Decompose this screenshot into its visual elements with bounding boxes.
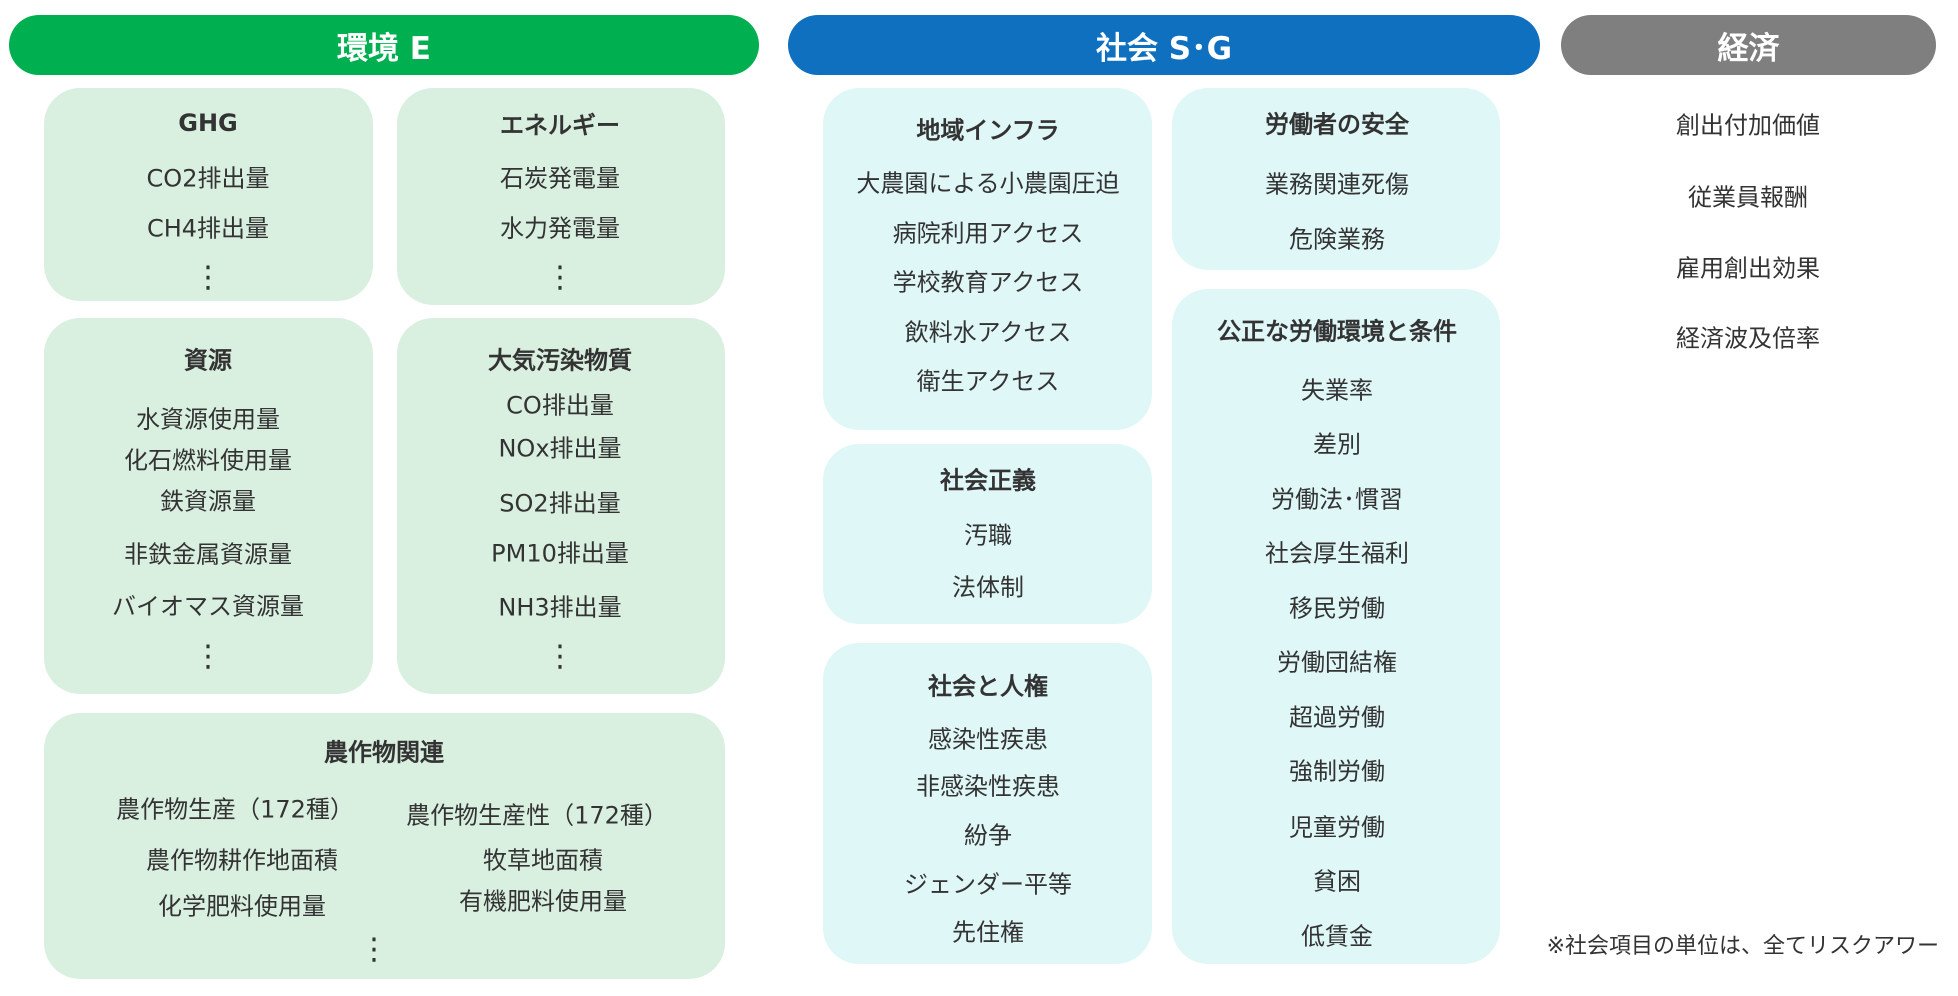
infra-title: 地域インフラ <box>916 116 1060 145</box>
list-item: 牧草地面積 <box>483 846 603 875</box>
list-item: CO排出量 <box>506 391 614 420</box>
list-item: 学校教育アクセス <box>892 268 1084 297</box>
social-header-label: 社会 S･G <box>1095 30 1233 67</box>
list-item: 経済波及倍率 <box>1676 324 1820 353</box>
list-item: 農作物耕作地面積 <box>146 846 338 875</box>
list-item: NOx排出量 <box>498 434 622 463</box>
list-item: 移民労働 <box>1289 594 1385 623</box>
list-item: 化石燃料使用量 <box>124 446 292 475</box>
rights-box <box>823 643 1152 964</box>
ellipsis-icon: ⋮ <box>193 639 223 674</box>
list-item: 非鉄金属資源量 <box>124 540 292 569</box>
list-item: 創出付加価値 <box>1676 111 1820 140</box>
fair-labor-title: 公正な労働環境と条件 <box>1217 317 1457 346</box>
list-item: 化学肥料使用量 <box>158 892 326 921</box>
list-item: 農作物生産性（172種） <box>406 801 668 830</box>
list-item: 非感染性疾患 <box>916 772 1060 801</box>
safety-box <box>1172 88 1500 270</box>
list-item: 法体制 <box>952 573 1024 602</box>
list-item: NH3排出量 <box>498 593 622 622</box>
infra-box <box>823 88 1152 430</box>
ellipsis-icon: ⋮ <box>359 932 389 967</box>
list-item: PM10排出量 <box>491 539 629 568</box>
ellipsis-icon: ⋮ <box>545 639 575 674</box>
air-pollutants-title: 大気汚染物質 <box>488 346 632 375</box>
list-item: 児童労働 <box>1289 813 1385 842</box>
list-item: ジェンダー平等 <box>904 870 1072 899</box>
list-item: 飲料水アクセス <box>904 318 1072 347</box>
list-item: CO2排出量 <box>146 164 270 193</box>
ellipsis-icon: ⋮ <box>193 260 223 295</box>
list-item: 大農園による小農園圧迫 <box>856 169 1120 198</box>
economy-header-label: 経済 <box>1717 30 1780 67</box>
ellipsis-icon: ⋮ <box>545 260 575 295</box>
resources-title: 資源 <box>184 346 232 375</box>
list-item: バイオマス資源量 <box>112 592 304 621</box>
justice-box <box>823 444 1152 624</box>
crops-title: 農作物関連 <box>324 738 444 767</box>
environment-header: 環境 E <box>9 15 759 75</box>
ghg-box <box>44 88 373 301</box>
list-item: 石炭発電量 <box>500 164 620 193</box>
list-item: 鉄資源量 <box>160 487 256 516</box>
list-item: CH4排出量 <box>146 214 270 243</box>
list-item: 紛争 <box>964 821 1012 850</box>
air-pollutants-box <box>397 318 725 694</box>
ghg-title: GHG <box>178 109 238 137</box>
list-item: 業務関連死傷 <box>1265 170 1409 199</box>
resources-box <box>44 318 373 694</box>
list-item: 超過労働 <box>1289 703 1385 732</box>
list-item: 有機肥料使用量 <box>459 887 627 916</box>
list-item: 感染性疾患 <box>928 725 1048 754</box>
list-item: 労働法･慣習 <box>1271 485 1403 514</box>
justice-title: 社会正義 <box>940 466 1036 495</box>
fair-labor-box <box>1172 289 1500 964</box>
list-item: 水資源使用量 <box>136 405 280 434</box>
environment-header-label: 環境 E <box>337 30 431 67</box>
energy-box <box>397 88 725 305</box>
list-item: 危険業務 <box>1289 225 1385 254</box>
list-item: 従業員報酬 <box>1688 183 1808 212</box>
list-item: 労働団結権 <box>1277 648 1397 677</box>
safety-title: 労働者の安全 <box>1265 110 1409 139</box>
energy-title: エネルギー <box>500 111 620 140</box>
footnote: ※社会項目の単位は、全てリスクアワー <box>1546 934 1939 959</box>
list-item: 低賃金 <box>1301 922 1373 951</box>
list-item: 汚職 <box>964 521 1012 550</box>
rights-title: 社会と人権 <box>928 672 1048 701</box>
crops-box <box>44 713 725 979</box>
economy-header: 経済 <box>1561 15 1936 75</box>
list-item: 衛生アクセス <box>916 367 1060 396</box>
list-item: 病院利用アクセス <box>892 219 1084 248</box>
list-item: 水力発電量 <box>500 214 620 243</box>
list-item: 差別 <box>1313 430 1361 459</box>
list-item: 社会厚生福利 <box>1265 539 1409 568</box>
list-item: SO2排出量 <box>499 489 621 518</box>
list-item: 貧困 <box>1313 867 1361 896</box>
list-item: 雇用創出効果 <box>1676 254 1820 283</box>
list-item: 強制労働 <box>1289 757 1385 786</box>
list-item: 農作物生産（172種） <box>116 795 354 824</box>
list-item: 先住権 <box>952 918 1024 947</box>
list-item: 失業率 <box>1301 376 1373 405</box>
social-header: 社会 S･G <box>788 15 1540 75</box>
